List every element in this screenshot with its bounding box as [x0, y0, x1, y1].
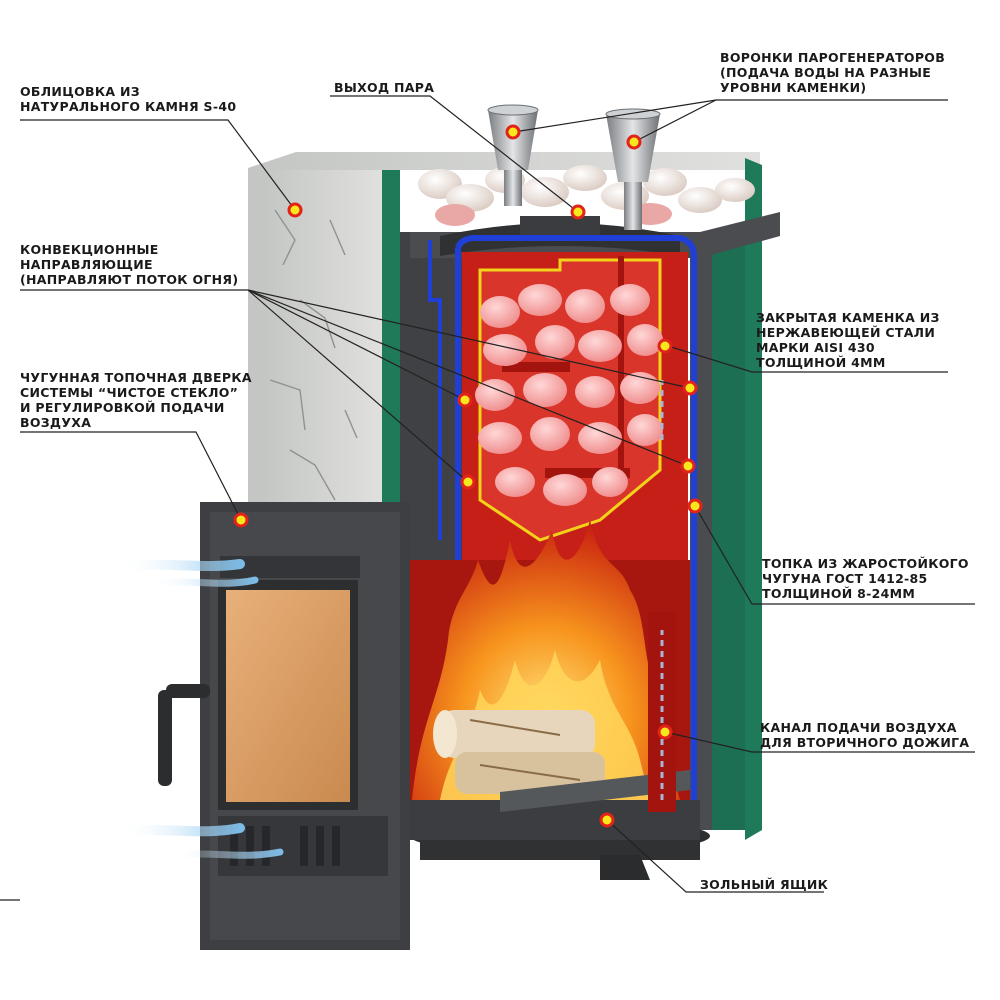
green-panel: [382, 158, 762, 840]
callout-closed-heater: ЗАКРЫТАЯ КАМЕНКА ИЗ НЕРЖАВЕЮЩЕЙ СТАЛИ МА…: [756, 310, 940, 370]
air-channel: [648, 380, 676, 812]
steam-funnel-left: [487, 104, 539, 206]
stone-cladding: [248, 152, 760, 830]
marker-dot-icon: [233, 124, 703, 828]
door-handle-icon[interactable]: [158, 684, 210, 786]
callout-ash-box: ЗОЛЬНЫЙ ЯЩИК: [700, 877, 829, 892]
callout-air-channel: КАНАЛ ПОДАЧИ ВОЗДУХА ДЛЯ ВТОРИЧНОГО ДОЖИ…: [760, 720, 970, 750]
firebox-door: [158, 502, 410, 950]
door-vents: [230, 826, 340, 866]
firewood: [433, 710, 605, 794]
air-flow-arrow-icon: [115, 559, 284, 860]
grate: [405, 770, 700, 840]
callout-steam-funnels: ВОРОНКИ ПАРОГЕНЕРАТОРОВ (ПОДАЧА ВОДЫ НА …: [720, 50, 946, 95]
callout-door: ЧУГУННАЯ ТОПОЧНАЯ ДВЕРКА СИСТЕМЫ “ЧИСТОЕ…: [20, 370, 252, 430]
leader-lines: [0, 95, 975, 901]
insulation-outline: [428, 235, 697, 820]
callout-firebox: ТОПКА ИЗ ЖАРОСТОЙКОГО ЧУГУНА ГОСТ 1412-8…: [762, 556, 969, 601]
callout-steam-outlet: ВЫХОД ПАРА: [334, 80, 435, 95]
callout-convection-guides: КОНВЕКЦИОННЫЕ НАПРАВЛЯЮЩИЕ (НАПРАВЛЯЮТ П…: [20, 242, 239, 287]
heater-stones: [475, 284, 663, 506]
callout-cladding: ОБЛИЦОВКА ИЗ НАТУРАЛЬНОГО КАМНЯ S-40: [20, 84, 237, 114]
